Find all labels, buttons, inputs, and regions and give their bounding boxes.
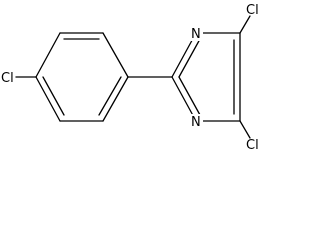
bond-benzene-c6-c1	[102, 76, 129, 122]
bonds	[15, 15, 251, 139]
bond-pyrimidine-c6-n1-double	[178, 76, 201, 116]
bond-benzene-c3-c4	[35, 32, 61, 78]
atom-label-n-top: N	[191, 27, 201, 42]
bond-benzene-c4-c5	[35, 76, 61, 122]
atom-label-n-bottom: N	[191, 115, 201, 130]
atom-label-cl-phenyl: Cl	[1, 71, 14, 86]
chemical-structure-diagram: Cl Cl Cl N N	[1, 3, 259, 153]
bond-pyrimidine-c6-n1	[171, 76, 197, 122]
bond-benzene-c6-c1-double	[98, 76, 122, 116]
bond-pyrimidine-c2-n3-double	[178, 38, 201, 78]
atom-labels: Cl Cl Cl N N	[1, 3, 259, 153]
atom-mask-n-top	[189, 26, 203, 41]
atom-label-cl-bottom: Cl	[246, 138, 259, 153]
atom-mask-n-bottom	[189, 114, 203, 129]
bond-benzene-c4-c5-double	[42, 76, 65, 116]
bond-benzene-c1-c2	[102, 32, 129, 78]
bond-c-cl-bottom	[239, 120, 251, 139]
atom-label-cl-top: Cl	[246, 3, 259, 18]
bond-c-cl-top	[239, 15, 251, 34]
